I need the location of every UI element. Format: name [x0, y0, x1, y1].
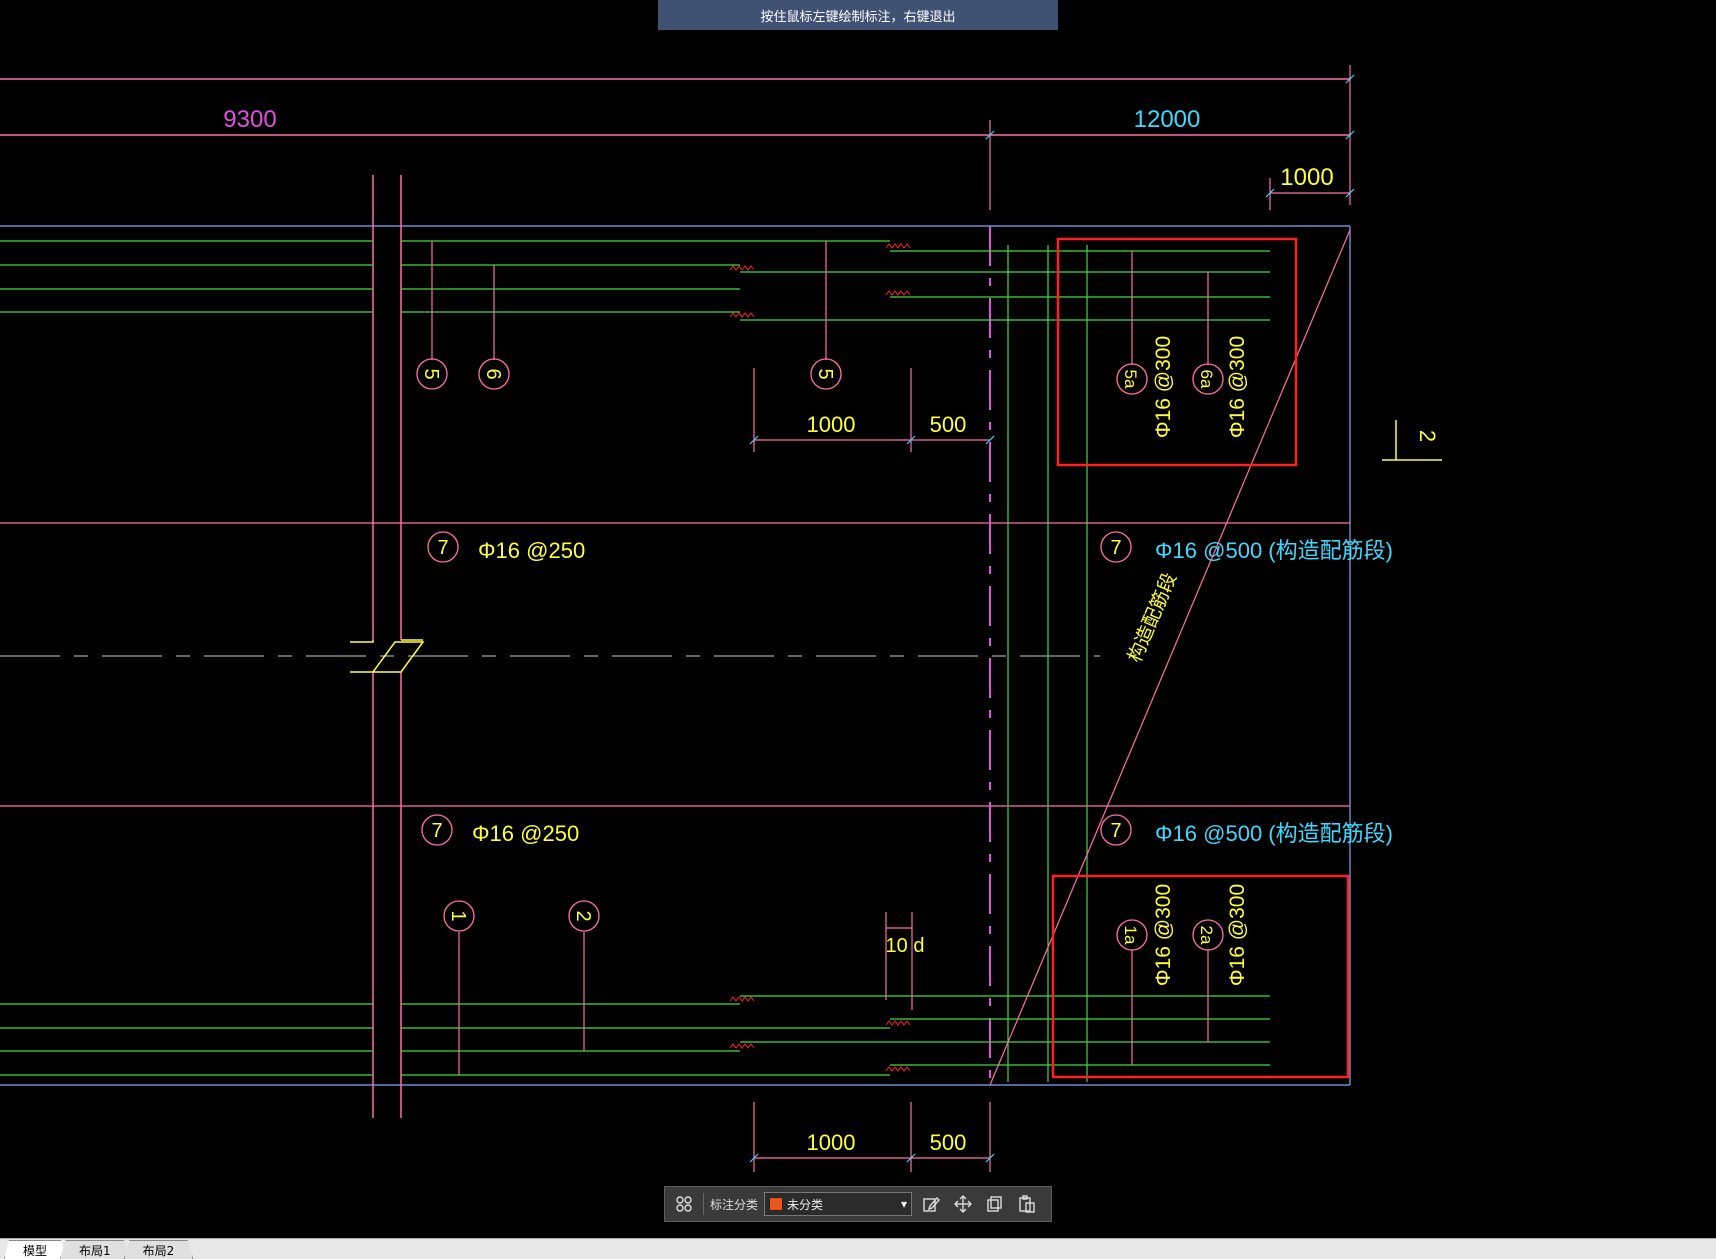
rebar-spec-300: Φ16 @300 [1152, 336, 1175, 438]
category-value: 未分类 [787, 1197, 824, 1212]
chevron-down-icon: ▾ [900, 1197, 908, 1211]
dim-10d [885, 912, 913, 1010]
dim-ticks [749, 1153, 995, 1163]
dim-9300-text: 9300 [223, 106, 276, 133]
dim-12000-text: 12000 [1134, 106, 1201, 133]
dim-set-lower [753, 1102, 991, 1172]
splice-marks [729, 243, 911, 1072]
tab-layout2[interactable]: 布局2 [123, 1240, 194, 1259]
mark-2a: 2a [1197, 926, 1216, 945]
rebar-spec-500: Φ16 @500 (构造配筋段) [1155, 821, 1393, 846]
highlight-box-bottom [1051, 874, 1350, 1079]
dim-1000-top-text: 1000 [1280, 164, 1333, 191]
rebar-spec-300: Φ16 @300 [1226, 884, 1249, 986]
dim-tick [1345, 74, 1355, 84]
dim-500-upper: 500 [930, 412, 967, 437]
dim-tick [1345, 130, 1355, 140]
mark-6: 6 [482, 368, 504, 379]
rebar-spec-250: Φ16 @250 [472, 821, 579, 846]
mark-5: 5 [420, 368, 442, 379]
break-symbol [350, 640, 374, 643]
edit-icon[interactable] [918, 1191, 944, 1217]
category-color-swatch [769, 1197, 784, 1211]
category-select[interactable]: 未分类 ▾ [764, 1192, 913, 1216]
dim-500-lower: 500 [930, 1130, 967, 1155]
dim-tick [985, 130, 995, 140]
command-hint-banner: 按住鼠标左键绘制标注，右键退出 [658, 0, 1058, 30]
rebar-spec-250: Φ16 @250 [478, 538, 585, 563]
move-icon[interactable] [950, 1191, 976, 1217]
tab-model[interactable]: 模型 [4, 1240, 67, 1259]
dim-1000-upper: 1000 [807, 412, 856, 437]
paste-icon[interactable] [1014, 1191, 1040, 1217]
mark-7: 7 [1110, 537, 1121, 559]
mark-5-b: 5 [814, 368, 836, 379]
mark-7: 7 [1110, 820, 1121, 842]
mark-2: 2 [572, 910, 594, 921]
toolbar-separator [703, 1193, 704, 1215]
layout-tab-bar: 模型 布局1 布局2 [0, 1238, 1716, 1259]
break-symbol [350, 641, 425, 673]
mark-6a: 6a [1197, 370, 1216, 389]
dim-set-upper [753, 368, 990, 452]
grid-menu-icon[interactable] [671, 1191, 697, 1217]
mark-1a: 1a [1121, 926, 1140, 945]
dim-1000-lower: 1000 [807, 1130, 856, 1155]
dim-tick [1265, 188, 1275, 198]
copy-icon[interactable] [982, 1191, 1008, 1217]
rebar-spec-500: Φ16 @500 (构造配筋段) [1155, 538, 1393, 563]
highlight-box-top [1056, 237, 1298, 467]
annotation-toolbar: 标注分类 未分类 ▾ [664, 1186, 1052, 1222]
leader-lines-bottom [458, 932, 1209, 1075]
rebar-spec-300: Φ16 @300 [1152, 884, 1175, 986]
rebar-spec-300: Φ16 @300 [1226, 336, 1249, 438]
top-rebar-group [0, 240, 1270, 321]
circle-marks [416, 358, 1224, 951]
dim-tick [1345, 188, 1355, 198]
dim-ticks [749, 435, 995, 445]
mark-7: 7 [431, 820, 442, 842]
category-label: 标注分类 [710, 1197, 759, 1212]
diagonal-line [989, 229, 1351, 1086]
dim-10d-text: 10 d [886, 935, 925, 957]
leader-lines-top [431, 241, 1209, 365]
mark-5a: 5a [1121, 370, 1140, 389]
mark-7: 7 [437, 537, 448, 559]
bottom-rebar-group [0, 995, 1270, 1076]
mark-1: 1 [447, 910, 469, 921]
tab-layout1[interactable]: 布局1 [60, 1240, 130, 1259]
section-mark-label: 2 [1415, 430, 1440, 442]
